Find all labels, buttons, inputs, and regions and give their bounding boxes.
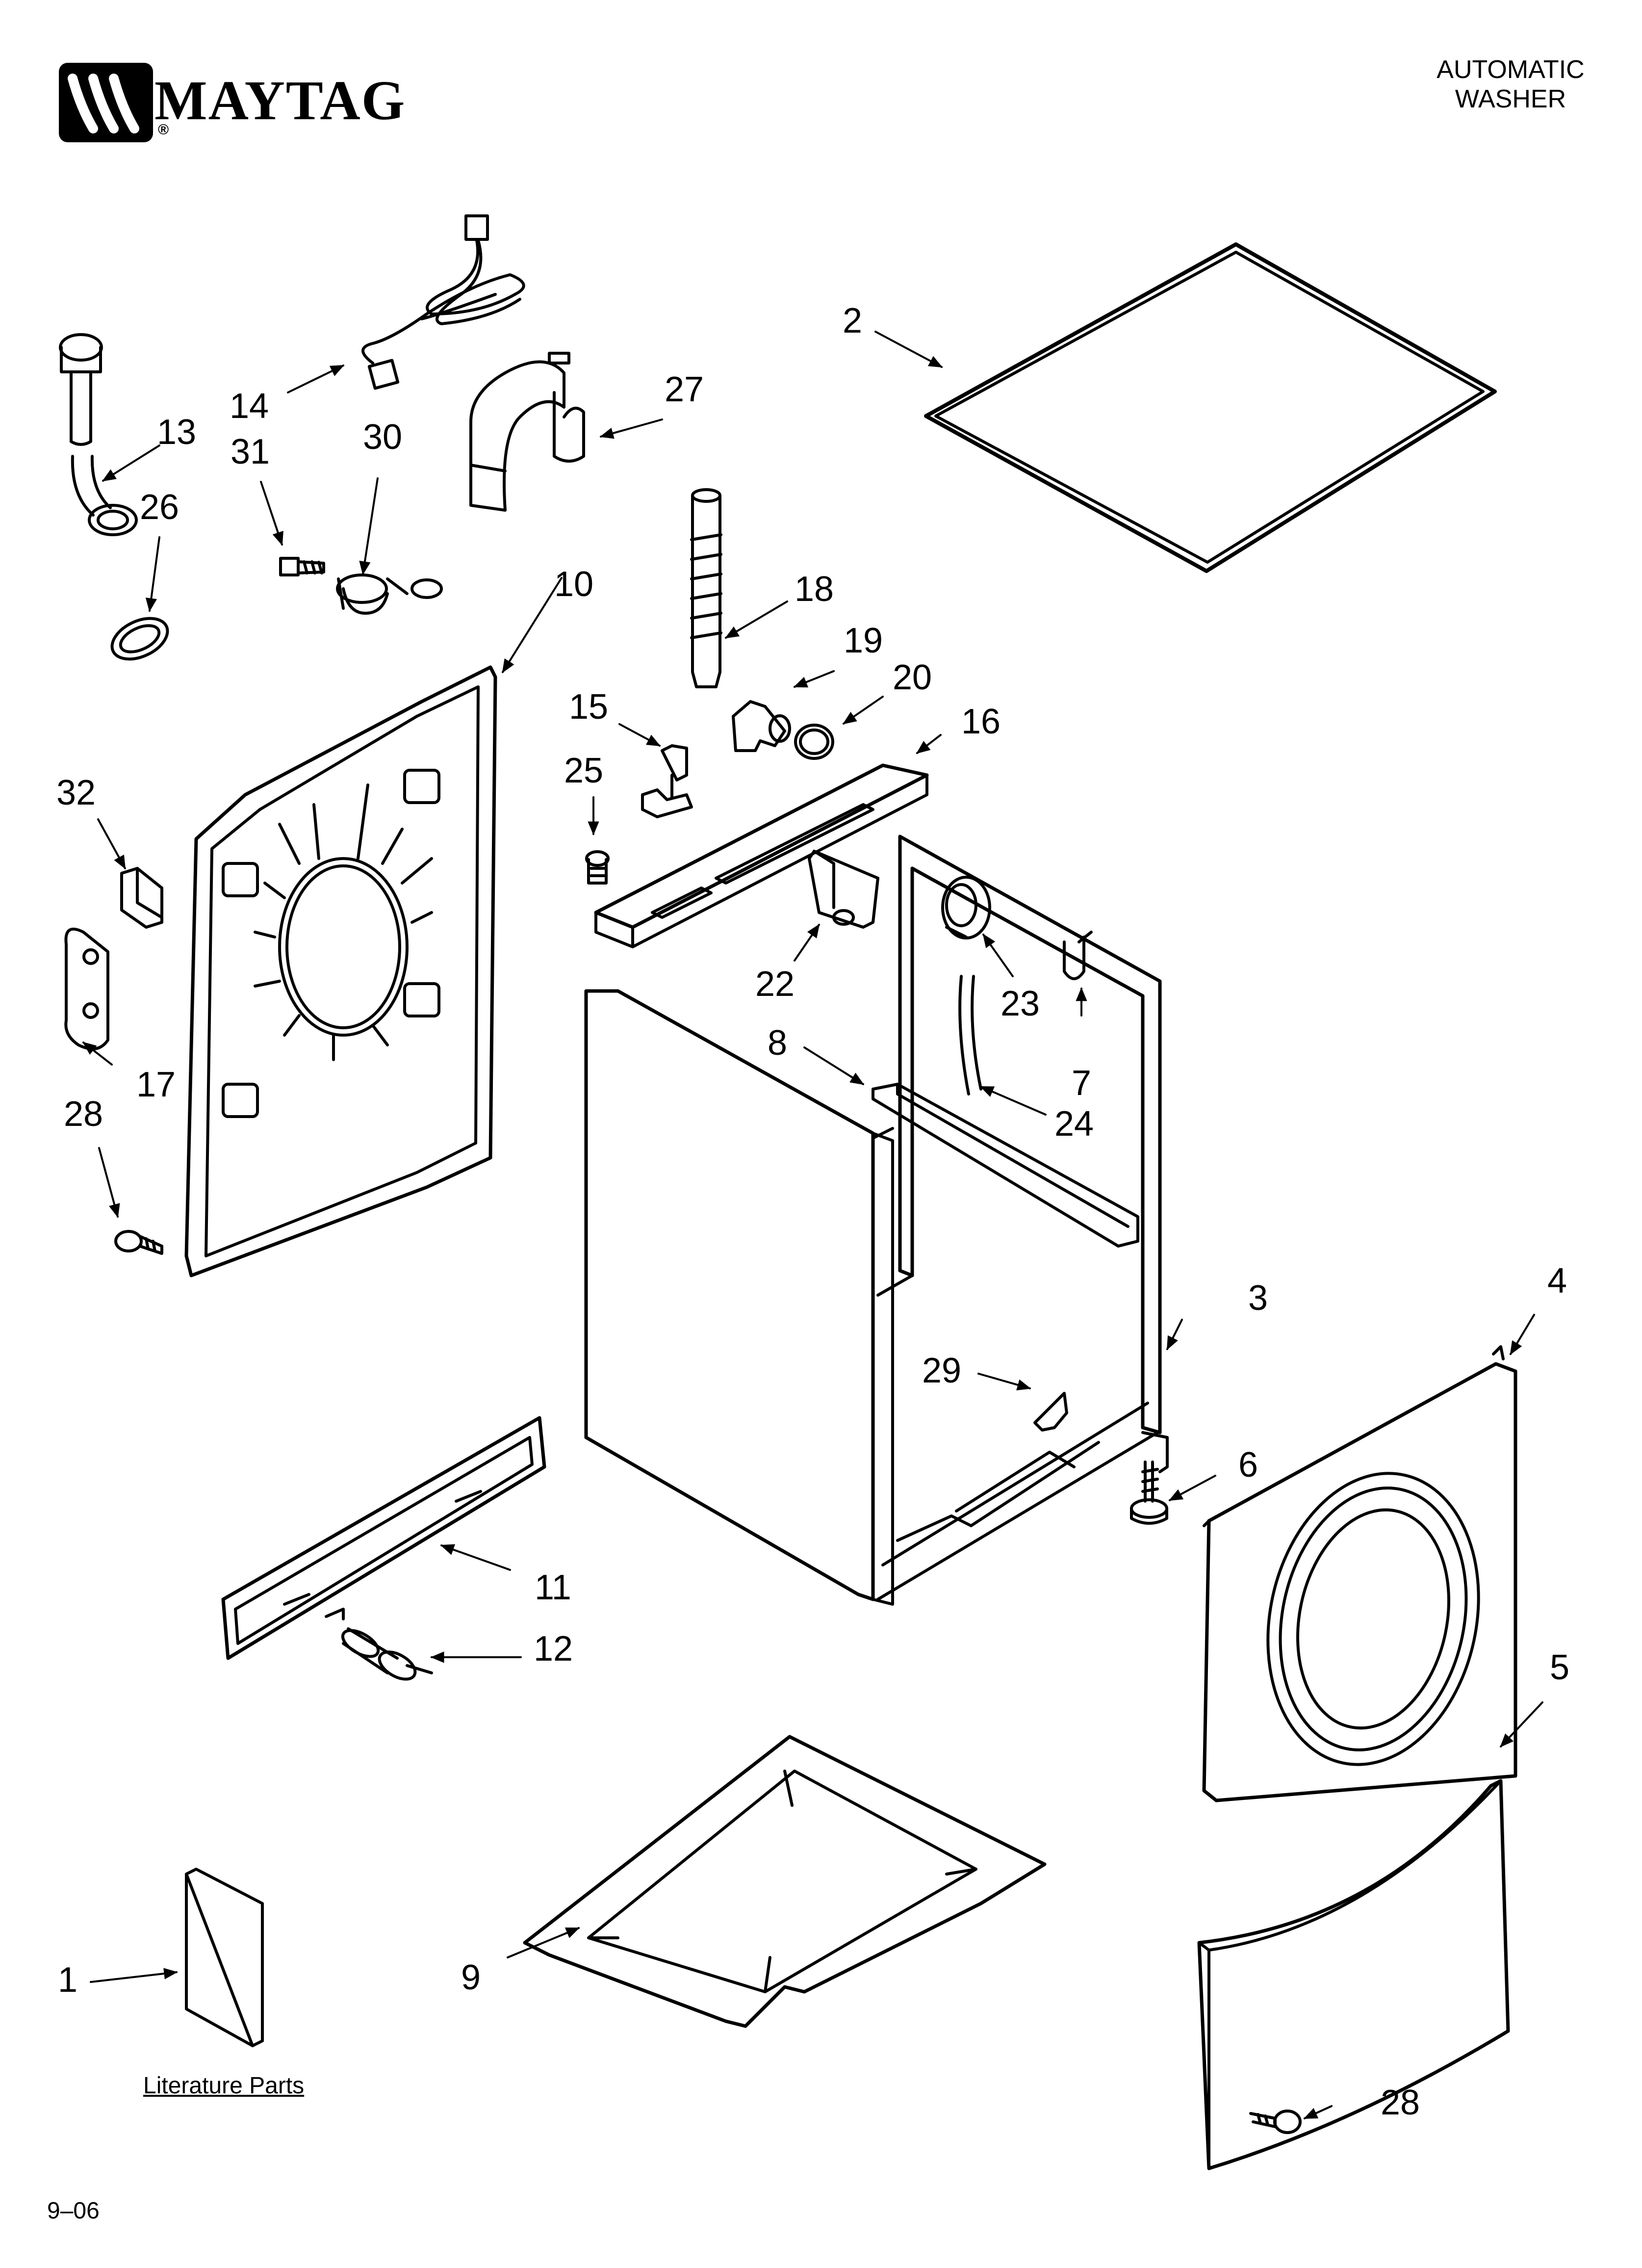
front-panel-part-4 (1202, 1345, 1517, 1802)
top-rail-part-16 (594, 763, 929, 948)
rear-panel-part-10 (184, 665, 497, 1277)
callout-25: 25 (564, 751, 604, 790)
callout-24: 24 (1054, 1104, 1094, 1144)
callout-16: 16 (961, 702, 1001, 741)
callout-17: 17 (136, 1065, 176, 1104)
pressure-switch-part-23 (941, 876, 991, 939)
callout-leader-lines (82, 331, 1543, 2119)
callout-29: 29 (922, 1351, 962, 1390)
callout-31: 31 (231, 432, 270, 471)
clamp-part-20 (794, 724, 834, 760)
callout-32: 32 (56, 773, 96, 812)
base-plate-part-9 (523, 1735, 1047, 2028)
callout-7: 7 (1072, 1064, 1092, 1103)
callout-4: 4 (1547, 1261, 1567, 1301)
callout-8: 8 (768, 1023, 788, 1063)
literature-parts-label: Literature Parts (143, 2073, 305, 2099)
screw-part-25 (585, 850, 610, 885)
brace-part-8 (872, 1083, 1139, 1248)
drain-hose-part-13 (59, 333, 138, 536)
callout-2: 2 (843, 301, 863, 340)
literature-pack-part-1 (185, 1868, 264, 2047)
pressure-tube-part-24 (958, 975, 982, 1095)
screw-part-28-lower (1249, 2110, 1302, 2134)
hose-elbow-part-19 (732, 700, 791, 752)
callout-10: 10 (554, 565, 594, 604)
callout-27: 27 (665, 370, 704, 409)
callout-5: 5 (1550, 1648, 1570, 1687)
callout-30: 30 (363, 417, 403, 457)
callout-20: 20 (893, 658, 932, 697)
bracket-part-15 (641, 744, 693, 818)
callout-11: 11 (535, 1568, 571, 1607)
document-title-line-2: WASHER (1455, 85, 1566, 113)
document-title-line-1: AUTOMATIC (1437, 55, 1585, 84)
callout-18: 18 (795, 570, 834, 609)
inlet-hose-part-18 (690, 488, 722, 688)
cabinet-part-3 (584, 834, 1169, 1606)
callout-3: 3 (1248, 1278, 1268, 1318)
callout-14: 14 (230, 387, 269, 426)
water-valve-part-22 (808, 850, 879, 929)
leveler-leg-part-12 (325, 1608, 433, 1681)
hose-clamp-part-26 (110, 617, 169, 661)
clip-part-29 (1033, 1392, 1068, 1432)
registered-trademark-mark: ® (158, 122, 169, 138)
screw-part-28-upper (114, 1230, 163, 1255)
callout-1: 1 (58, 1960, 78, 2000)
callout-12: 12 (534, 1629, 573, 1668)
screw-part-31 (279, 557, 325, 576)
leveling-leg-part-6 (1130, 1460, 1168, 1525)
callout-13: 13 (157, 413, 197, 452)
top-panel-part-2 (924, 242, 1497, 573)
kick-panel-part-5 (1197, 1779, 1510, 2170)
callout-28-lower: 28 (1381, 2083, 1420, 2122)
callout-26: 26 (140, 488, 180, 527)
leveler-bracket-part-11 (221, 1416, 546, 1660)
clip-part-32 (120, 867, 163, 929)
revision-date-code: 9–06 (47, 2198, 100, 2224)
maytag-logo-icon (59, 63, 153, 142)
callout-22: 22 (755, 965, 795, 1004)
cord-clamp-part-30 (336, 574, 443, 615)
callout-9: 9 (461, 1958, 481, 1997)
callout-28-upper: 28 (64, 1095, 103, 1134)
power-cord-part-14 (361, 214, 525, 390)
callout-23: 23 (1001, 984, 1040, 1023)
callout-6: 6 (1238, 1445, 1258, 1485)
hose-clip-part-7 (1063, 931, 1093, 980)
document-title: AUTOMATIC WASHER (1422, 55, 1599, 114)
hose-guide-part-27 (469, 352, 585, 512)
brand-wordmark: MAYTAG (154, 69, 406, 131)
callout-15: 15 (569, 687, 609, 727)
strap-part-17 (64, 927, 109, 1050)
callout-19: 19 (844, 621, 883, 660)
